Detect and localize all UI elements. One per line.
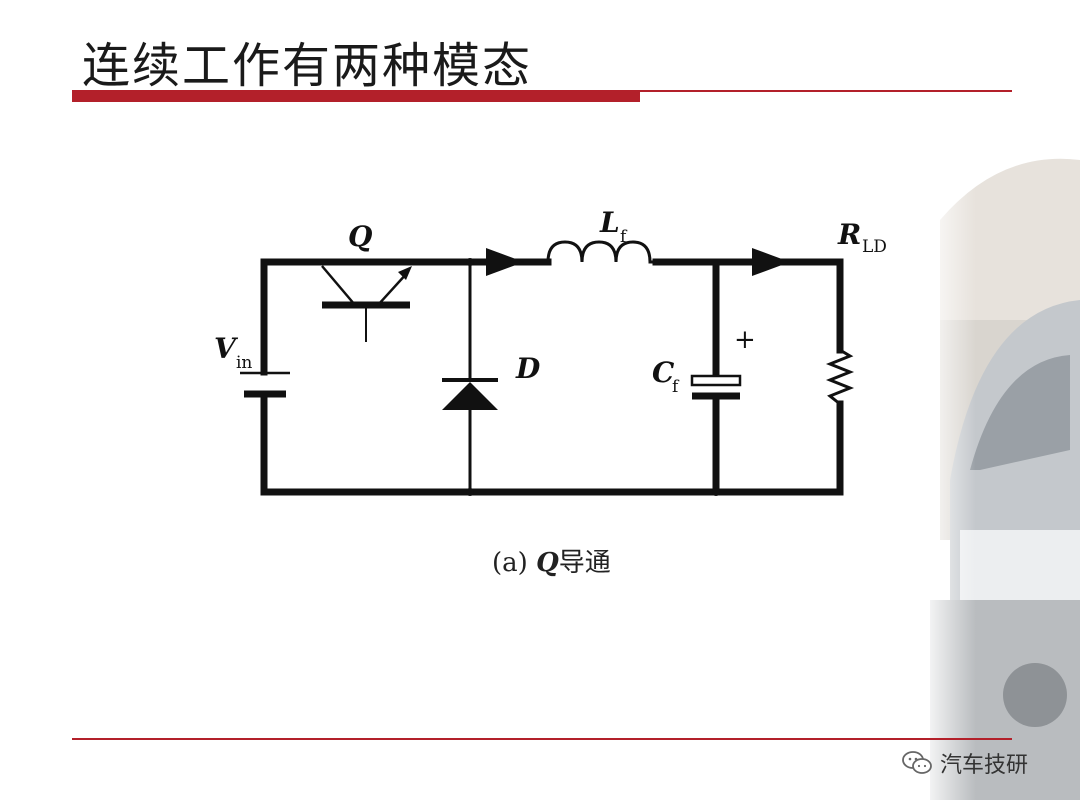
watermark: 汽车技研 xyxy=(902,746,1028,780)
figure-caption: (a) Q导通 xyxy=(492,542,611,579)
slide-title: 连续工作有两种模态 xyxy=(82,38,533,94)
caption-q: Q xyxy=(536,548,559,578)
label-load: R xyxy=(837,218,861,251)
chat-bubbles-icon xyxy=(902,751,932,774)
transistor-emitter-arrow xyxy=(398,266,412,280)
caption-prefix: (a) xyxy=(492,548,537,578)
battery-symbol xyxy=(240,371,290,398)
junction-dot xyxy=(466,488,474,496)
label-inductor: L xyxy=(599,206,620,239)
title-underline-thin xyxy=(640,90,1012,92)
diode-symbol xyxy=(442,382,498,410)
junction-dot xyxy=(466,258,474,266)
current-arrow-1 xyxy=(486,248,524,276)
label-capacitor-sub: f xyxy=(672,377,680,397)
label-transistor: Q xyxy=(348,220,372,253)
junction-dot xyxy=(712,488,720,496)
label-load-sub: LD xyxy=(862,237,887,257)
footer-rule xyxy=(72,738,1012,740)
label-capacitor: C xyxy=(652,356,675,389)
transistor-symbol xyxy=(321,265,410,342)
caption-suffix: 导通 xyxy=(558,548,611,578)
label-diode: D xyxy=(515,352,541,385)
inductor-symbol xyxy=(546,240,656,264)
current-arrow-2 xyxy=(752,248,790,276)
background-car-photo xyxy=(920,150,1080,810)
capacitor-symbol xyxy=(690,374,742,400)
label-source: V xyxy=(214,332,239,365)
watermark-text: 汽车技研 xyxy=(940,753,1029,778)
label-capacitor-plus: + xyxy=(734,325,756,355)
title-underline-accent xyxy=(72,90,640,102)
resistor-symbol xyxy=(825,348,855,406)
label-source-sub: in xyxy=(236,353,252,373)
label-inductor-sub: f xyxy=(620,227,628,247)
